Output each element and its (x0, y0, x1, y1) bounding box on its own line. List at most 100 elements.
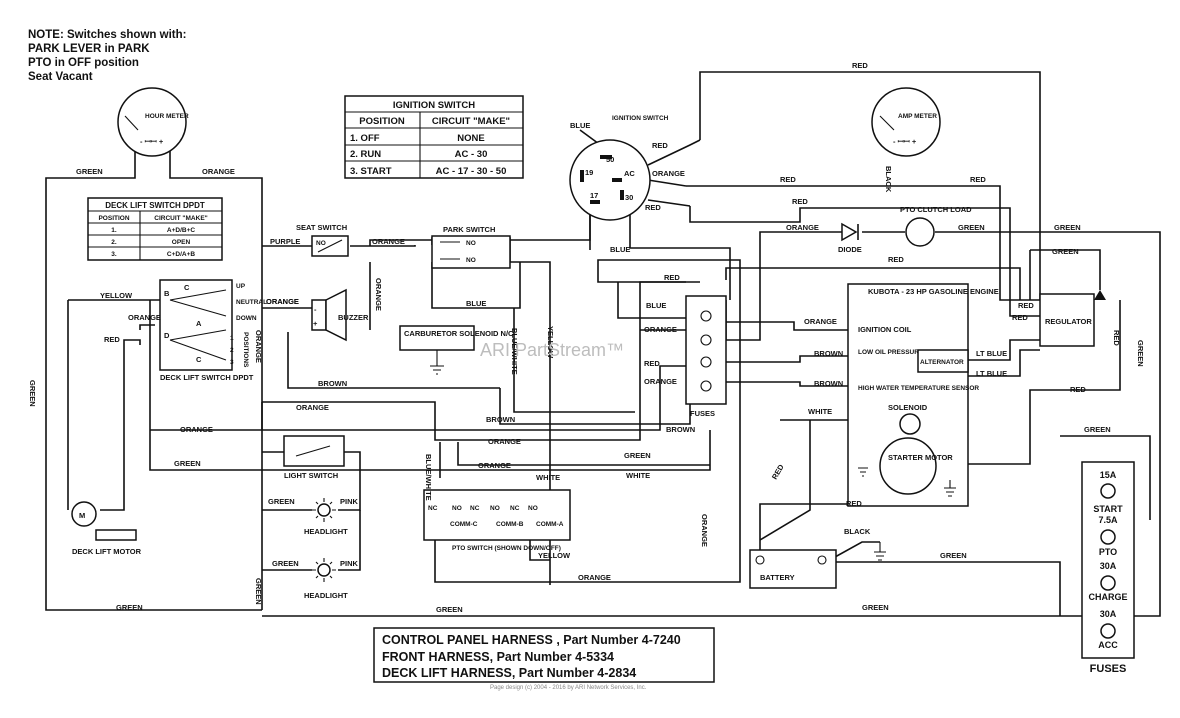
wire-label: ORANGE (700, 514, 709, 547)
wire-label: ORANGE (488, 437, 521, 446)
buzzer-label: BUZZER (338, 313, 369, 322)
water-sensor-label: HIGH WATER TEMPERATURE SENSOR (858, 385, 979, 392)
wire-label: PINK (340, 559, 359, 568)
fuse-block-title: FUSES (1090, 663, 1127, 675)
wire-label: ORANGE (578, 573, 611, 582)
svg-text:C: C (196, 355, 202, 364)
wire-label: ORANGE (254, 330, 263, 363)
ignition-table-title: IGNITION SWITCH (393, 100, 475, 111)
buzzer: - + BUZZER (311, 288, 369, 342)
wire-label: RED (970, 175, 986, 184)
wire-color-labels: RED GREEN ORANGE RED BLUE ORANGE RED RED… (28, 61, 1145, 614)
wire-label: ORANGE (786, 223, 819, 232)
wire-label: RED (770, 462, 786, 481)
svg-text:2: 2 (230, 347, 234, 354)
watermark: ARI PartStream™ (480, 340, 624, 360)
wire-label: ORANGE (372, 237, 405, 246)
headlight-lower: HEADLIGHT (304, 558, 348, 600)
ign-terminal: 17 (590, 191, 598, 200)
svg-text:DOWN: DOWN (236, 315, 257, 322)
hour-meter-label: HOUR METER (145, 113, 189, 120)
svg-text:3: 3 (230, 359, 234, 366)
wire-label: LT BLUE (976, 349, 1007, 358)
fuse-name: ACC (1098, 640, 1118, 650)
wire-label: RED (652, 141, 668, 150)
note-line: PTO in OFF position (28, 57, 139, 69)
wire-label: BLUE/WHITE (510, 328, 519, 375)
wire-label: YELLOW (538, 551, 571, 560)
ignition-wiring (579, 129, 691, 250)
wire-label: GREEN (940, 551, 967, 560)
ign-terminal: 50 (606, 155, 614, 164)
wire-label: ORANGE (128, 313, 161, 322)
solenoid-label: SOLENOID (888, 403, 928, 412)
wire-label: ORANGE (478, 461, 511, 470)
wire-label: GREEN (958, 223, 985, 232)
light-switch: LIGHT SWITCH (283, 435, 345, 480)
light-switch-label: LIGHT SWITCH (284, 471, 338, 480)
fuse-block: 15A START 7.5A PTO 30A CHARGE 30A ACC FU… (1081, 461, 1135, 675)
wire-label: RED (1012, 313, 1028, 322)
wire-label: GREEN (268, 497, 295, 506)
diode: DIODE (838, 222, 862, 254)
ign-terminal: 19 (585, 168, 593, 177)
wire-label: GREEN (624, 451, 651, 460)
deck-table-cell: 2. (111, 239, 117, 246)
fuse-rating: 30A (1100, 561, 1117, 571)
wire-label: WHITE (626, 471, 650, 480)
ignition-table-header: POSITION (359, 116, 405, 127)
svg-text:NO: NO (466, 257, 476, 264)
deck-table-header: POSITION (98, 215, 129, 222)
wire-label: WHITE (536, 473, 560, 482)
ignition-table-header: CIRCUIT "MAKE" (432, 116, 510, 127)
svg-text:NO: NO (528, 505, 538, 512)
svg-text:-: - (314, 305, 317, 314)
wire-label: ORANGE (180, 425, 213, 434)
wire-label: PURPLE (270, 237, 300, 246)
fuse-name: START (1093, 504, 1123, 514)
alternator-label: ALTERNATOR (920, 359, 964, 366)
deck-table-header: CIRCUIT "MAKE" (154, 215, 207, 222)
note-line: Seat Vacant (28, 71, 93, 83)
wire-label: ORANGE (644, 377, 677, 386)
wire-label: GREEN (1136, 340, 1145, 367)
ignition-table-cell: 3. START (350, 166, 392, 177)
note-line: NOTE: Switches shown with: (28, 29, 186, 41)
starter-motor-label: STARTER MOTOR (888, 453, 953, 462)
amp-meter: AMP METER - ꟷꟷ + (871, 87, 941, 157)
diode-label: DIODE (838, 245, 862, 254)
svg-text:NEUTRAL: NEUTRAL (236, 299, 267, 306)
wire-label: RED (664, 273, 680, 282)
wire-label: ORANGE (296, 403, 329, 412)
wire-label: BROWN (318, 379, 347, 388)
svg-text:COMM-C: COMM-C (450, 521, 478, 528)
svg-text:NO: NO (452, 505, 462, 512)
wire-label: RED (792, 197, 808, 206)
regulator-label: REGULATOR (1045, 317, 1092, 326)
wire-label: BLUE/WHITE (424, 454, 433, 501)
wire-label: RED (1112, 330, 1121, 346)
deck-table-cell: C+D/A+B (167, 251, 195, 258)
wire-label: BLUE (610, 245, 630, 254)
wire-label: GREEN (174, 459, 201, 468)
svg-text:A: A (196, 319, 202, 328)
wire-label: RED (104, 335, 120, 344)
ignition-table-cell: 1. OFF (350, 133, 380, 144)
fuse-rating: 7.5A (1098, 515, 1118, 525)
wire-label: GREEN (272, 559, 299, 568)
ignition-table-cell: AC - 17 - 30 - 50 (436, 166, 507, 177)
svg-text:1: 1 (230, 335, 234, 342)
svg-text:- ꟷꟷ +: - ꟷꟷ + (893, 137, 917, 146)
wire-label: YELLOW (546, 326, 555, 359)
svg-text:+: + (313, 319, 318, 328)
note-line: PARK LEVER in PARK (28, 43, 150, 55)
ignition-table-cell: 2. RUN (350, 149, 381, 160)
ign-terminal: 30 (625, 193, 633, 202)
wire-label: BLUE (466, 299, 486, 308)
wire-label: LT BLUE (976, 369, 1007, 378)
park-switch: PARK SWITCH NO NO (431, 225, 511, 269)
switch-note: NOTE: Switches shown with: PARK LEVER in… (28, 29, 186, 83)
deck-lift-motor-label: DECK LIFT MOTOR (72, 547, 142, 556)
deck-table-cell: 3. (111, 251, 117, 258)
svg-text:NC: NC (428, 505, 438, 512)
